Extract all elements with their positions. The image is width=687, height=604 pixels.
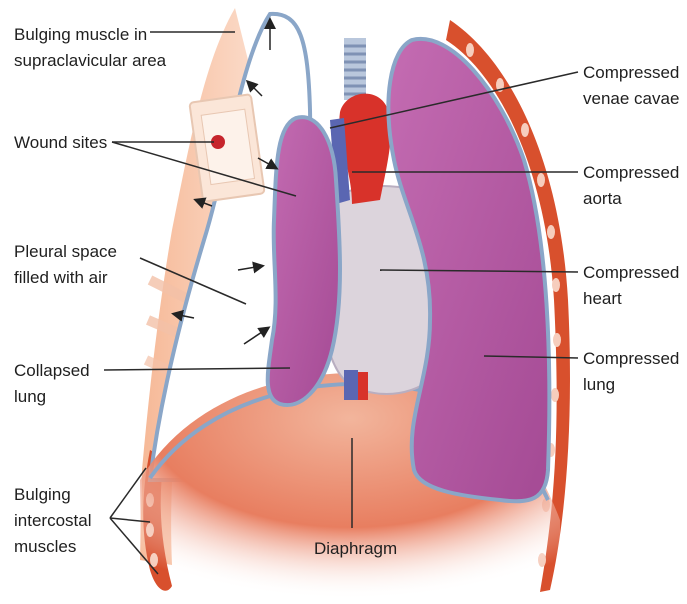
label-pleural-line1: Pleural space bbox=[14, 242, 117, 261]
label-intercostal-line1: Bulging bbox=[14, 485, 71, 504]
label-venae-line2: venae cavae bbox=[583, 89, 679, 108]
descending-vessel bbox=[344, 370, 358, 400]
label-diaphragm: Diaphragm bbox=[314, 539, 397, 558]
label-heart-line2: heart bbox=[583, 289, 622, 308]
label-heart-line1: Compressed bbox=[583, 263, 679, 282]
label-wound-sites: Wound sites bbox=[14, 133, 107, 152]
label-bulging-muscle-line1: Bulging muscle in bbox=[14, 25, 147, 44]
label-intercostal-line2: intercostal bbox=[14, 511, 91, 530]
descending-aorta bbox=[358, 372, 368, 400]
label-collapsed-line2: lung bbox=[14, 387, 46, 406]
label-venae-line1: Compressed bbox=[583, 63, 679, 82]
wound-site-bandage bbox=[189, 94, 264, 202]
collapsed-lung bbox=[268, 117, 340, 405]
label-lung-line1: Compressed bbox=[583, 349, 679, 368]
label-collapsed-line1: Collapsed bbox=[14, 361, 90, 380]
label-aorta-line2: aorta bbox=[583, 189, 622, 208]
label-pleural-line2: filled with air bbox=[14, 268, 108, 287]
label-bulging-muscle-line2: supraclavicular area bbox=[14, 51, 167, 70]
label-aorta-line1: Compressed bbox=[583, 163, 679, 182]
label-lung-line2: lung bbox=[583, 375, 615, 394]
label-intercostal-line3: muscles bbox=[14, 537, 76, 556]
trachea bbox=[344, 38, 366, 100]
